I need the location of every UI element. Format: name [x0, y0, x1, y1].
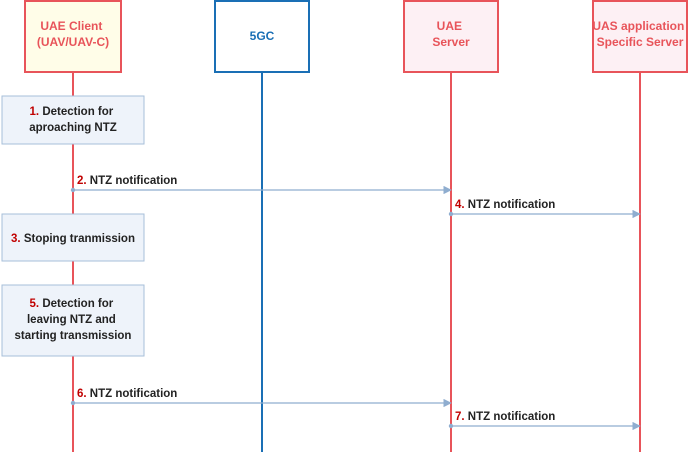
step-3-line-1: Stoping tranmission [24, 233, 135, 245]
svg-text:5. Detection for leaving: 5. Detection for leaving NTZ and startin… [15, 298, 132, 342]
step-5-number: 5. [30, 298, 40, 310]
step-7-message: 7. NTZ notification [448, 411, 641, 431]
step-6-label: NTZ notification [90, 388, 178, 400]
step-1-number: 1. [30, 106, 40, 118]
svg-text:4. NTZ notification: 4. NTZ notification [455, 199, 555, 211]
participant-5gc: 5GC [214, 0, 310, 73]
svg-text:3. Stoping tranmission: 3. Stoping tranmission [11, 233, 135, 245]
step-6-number: 6. [77, 388, 87, 400]
step-4-number: 4. [455, 199, 465, 211]
step-3-number: 3. [11, 233, 21, 245]
step-5-line-3: starting transmission [15, 330, 132, 342]
svg-text:5GC: 5GC [250, 29, 275, 43]
step-2-message: 2. NTZ notification [70, 175, 452, 195]
step-1-line-1: Detection for [42, 106, 113, 118]
step-7-number: 7. [455, 411, 465, 423]
participant-uas-server-line-1: UAS application [592, 19, 684, 33]
participant-uae-server-line-1: UAE [437, 19, 462, 33]
step-1-line-2: aproaching NTZ [29, 122, 117, 134]
step-5-box: 5. Detection for leaving NTZ and startin… [1, 284, 145, 357]
step-2-label: NTZ notification [90, 175, 178, 187]
participant-uae-client: UAE Client (UAV/UAV-C) [24, 0, 122, 73]
svg-text:UAE Server: UAE Server [432, 19, 470, 49]
participant-uae-client-line-1: UAE Client [40, 19, 102, 33]
step-4-message: 4. NTZ notification [448, 199, 641, 219]
step-7-label: NTZ notification [468, 411, 556, 423]
svg-text:6. NTZ notification: 6. NTZ notification [77, 388, 177, 400]
svg-text:UAE Client (UAV/UAV-C): UAE Client (UAV/UAV-C) [37, 19, 109, 49]
svg-text:7. NTZ notification: 7. NTZ notification [455, 411, 555, 423]
step-7-origin-dot [448, 423, 454, 429]
participant-5gc-label: 5GC [250, 29, 275, 43]
participant-uas-server-line-2: Specific Server [597, 35, 684, 49]
step-2-number: 2. [77, 175, 87, 187]
step-4-label: NTZ notification [468, 199, 556, 211]
step-3-box: 3. Stoping tranmission [1, 213, 145, 262]
participant-uae-server-line-2: Server [432, 35, 470, 49]
step-5-line-2: leaving NTZ and [27, 314, 116, 326]
svg-text:UAS application Specific: UAS application Specific Server [592, 19, 687, 49]
svg-text:2. NTZ notification: 2. NTZ notification [77, 175, 177, 187]
step-4-origin-dot [448, 211, 454, 217]
svg-text:1. Detection for aproach: 1. Detection for aproaching NTZ [29, 106, 117, 134]
participant-uae-client-line-2: (UAV/UAV-C) [37, 35, 109, 49]
participant-uas-server: UAS application Specific Server [592, 0, 688, 73]
step-6-message: 6. NTZ notification [70, 388, 452, 408]
step-1-box: 1. Detection for aproaching NTZ [1, 95, 145, 145]
step-2-origin-dot [70, 187, 76, 193]
participant-uae-server: UAE Server [403, 0, 499, 73]
step-6-origin-dot [70, 400, 76, 406]
step-5-line-1: Detection for [42, 298, 113, 310]
